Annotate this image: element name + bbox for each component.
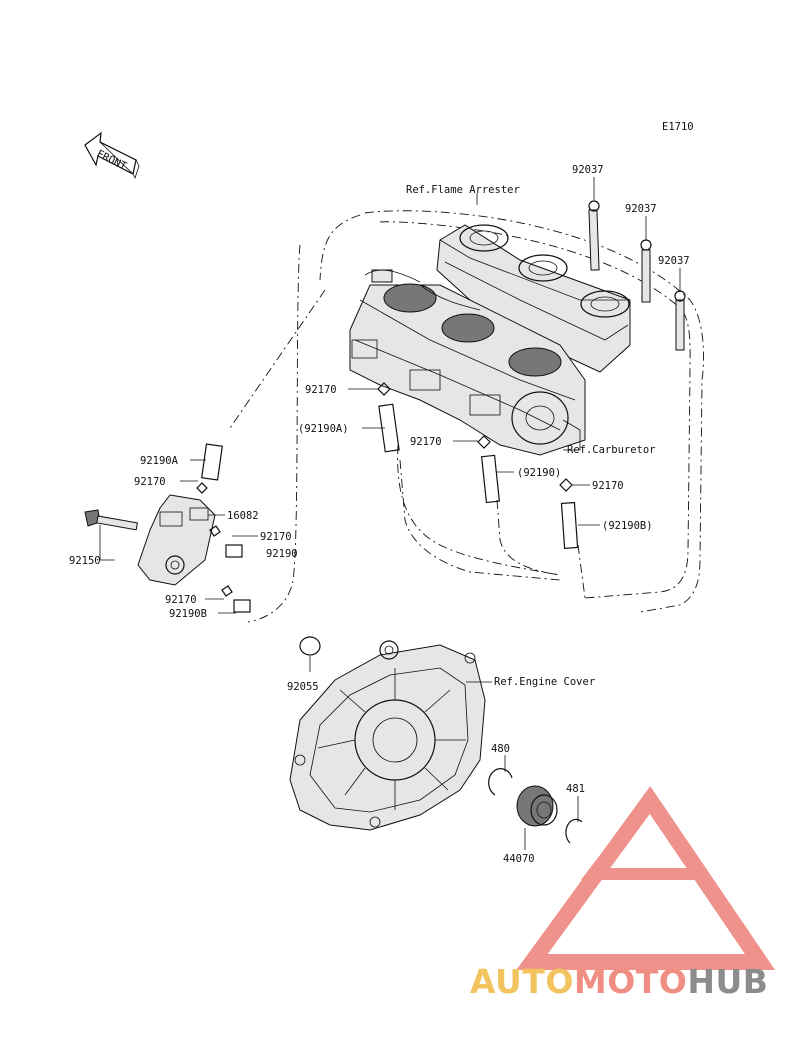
part-label-92170: 92170 (260, 531, 292, 543)
part-label-92190b-ref: (92190B) (602, 520, 653, 532)
ref-carburetor-label: Ref.Carburetor (567, 444, 656, 456)
part-label-92190: 92190 (266, 548, 298, 560)
ref-flame-arrester-label: Ref.Flame Arrester (406, 184, 520, 196)
carburetor-assembly (349, 269, 586, 456)
part-label-480: 480 (491, 743, 510, 755)
part-label-92170: 92170 (305, 384, 337, 396)
engine-cover (289, 640, 486, 831)
front-arrow-icon: FRONT (84, 131, 140, 180)
part-label-92190-ref: (92190) (517, 467, 561, 479)
part-label-92037: 92037 (625, 203, 657, 215)
front-label: FRONT (95, 148, 129, 173)
logo-triangle-icon (516, 786, 776, 970)
part-label-92170: 92170 (410, 436, 442, 448)
circlip-480-icon (488, 768, 513, 796)
part-label-92170: 92170 (134, 476, 166, 488)
leader-lines (99, 177, 681, 850)
part-label-44070: 44070 (503, 853, 535, 865)
part-label-92170: 92170 (592, 480, 624, 492)
part-label-92190a-ref: (92190A) (298, 423, 349, 435)
svg-text:AUTOMOTOHUB: AUTOMOTOHUB (470, 962, 768, 1001)
part-label-92037: 92037 (572, 164, 604, 176)
part-label-16082: 16082 (227, 510, 259, 522)
automotohub-logo: AUTOMOTOHUB (470, 786, 776, 1001)
diagram-code: E1710 (662, 121, 694, 133)
part-label-92170: 92170 (165, 594, 197, 606)
ref-engine-cover-label: Ref.Engine Cover (494, 676, 595, 688)
logo-text-auto: AUTO (470, 962, 574, 1001)
part-label-92190b: 92190B (169, 608, 207, 620)
part-label-92190a: 92190A (140, 455, 179, 467)
fuel-pump-assembly (137, 443, 251, 613)
bolt-92150-icon (84, 509, 138, 531)
part-label-481: 481 (566, 783, 585, 795)
flame-arrester (436, 224, 631, 373)
logo-text-hub: HUB (687, 962, 768, 1001)
part-label-92150: 92150 (69, 555, 101, 567)
o-ring-92055-icon (299, 636, 321, 656)
logo-text-moto: MOTO (574, 962, 687, 1001)
part-label-92055: 92055 (287, 681, 319, 693)
bearing-44070-icon (516, 785, 558, 827)
part-label-92037: 92037 (658, 255, 690, 267)
circlip-481-icon (565, 818, 583, 844)
